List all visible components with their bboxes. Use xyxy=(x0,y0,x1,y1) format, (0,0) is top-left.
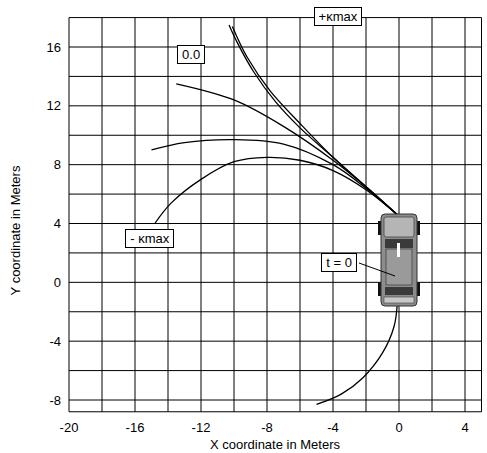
car-illustration xyxy=(378,214,420,306)
curve-label: - κmax xyxy=(125,229,174,248)
grid-line xyxy=(69,194,482,195)
trajectory xyxy=(155,157,399,223)
trajectory xyxy=(229,25,399,216)
box-text: +κmax xyxy=(319,9,358,24)
trajectory xyxy=(317,303,398,404)
axis-tick: 0 xyxy=(53,275,62,290)
grid-line xyxy=(69,47,482,48)
grid-line xyxy=(69,105,482,106)
box-text: t = 0 xyxy=(326,255,352,270)
rear-window xyxy=(385,287,413,295)
callout-box: t = 0 xyxy=(321,253,357,272)
box-text: 0.0 xyxy=(182,47,200,62)
grid-line xyxy=(69,400,482,401)
axis-tick: -4 xyxy=(326,420,340,435)
curve-label: 0.0 xyxy=(177,45,205,64)
grid-line xyxy=(69,164,482,165)
grid xyxy=(69,18,482,412)
grid-line xyxy=(69,411,482,412)
box-text: - κmax xyxy=(130,231,169,246)
grid-line xyxy=(69,76,482,77)
grid-line xyxy=(69,341,482,342)
car-body xyxy=(381,214,417,306)
axis-tick: 4 xyxy=(460,420,469,435)
axis-tick: -8 xyxy=(260,420,274,435)
trajectory xyxy=(176,84,399,216)
trajectory-curves xyxy=(152,25,400,404)
car-hood xyxy=(384,217,414,237)
axis-title: Y coordinate in Meters xyxy=(9,164,24,296)
axis-tick: -12 xyxy=(191,420,212,435)
axis-tick: 8 xyxy=(53,157,62,172)
axis-tick: -16 xyxy=(125,420,146,435)
axis-tick: 12 xyxy=(46,98,62,113)
grid-line xyxy=(69,252,482,253)
grid-line xyxy=(69,370,482,371)
axis-tick: -8 xyxy=(48,393,62,408)
car-trunk xyxy=(384,297,414,303)
grid-line xyxy=(69,135,482,136)
axis-tick: 4 xyxy=(53,216,62,231)
axis-tick: 0 xyxy=(394,420,403,435)
axis-title: X coordinate in Meters xyxy=(209,437,341,452)
axis-tick: -20 xyxy=(59,420,80,435)
grid-line xyxy=(69,17,482,18)
trajectory xyxy=(232,26,399,216)
leader-line xyxy=(359,263,395,276)
mirror xyxy=(397,243,400,257)
axis-tick: -4 xyxy=(48,334,62,349)
grid-line xyxy=(69,311,482,312)
trajectory xyxy=(152,140,400,217)
axis-tick: 16 xyxy=(46,40,62,55)
curve-label: +κmax xyxy=(314,7,363,26)
